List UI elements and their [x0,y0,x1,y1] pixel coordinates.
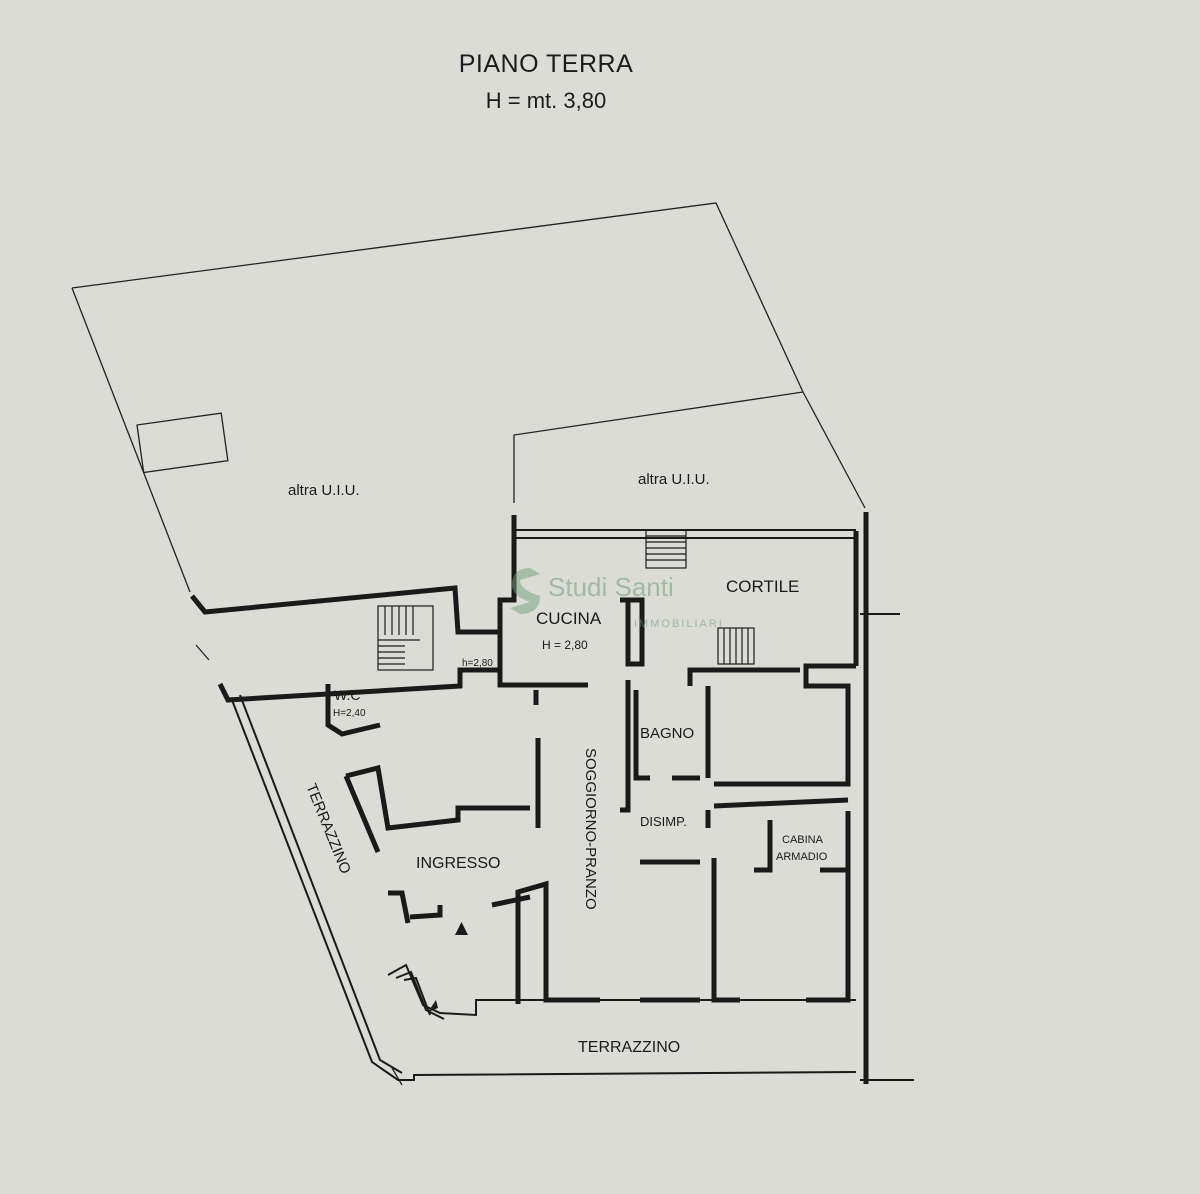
label-stair-height: h=2,80 [462,658,493,669]
watermark-tagline: IMMOBILIARI [634,618,724,630]
arrow-icon [428,922,468,1012]
label-cortile: CORTILE [726,577,799,596]
label-cabina: CABINA [782,834,824,846]
plan-title: PIANO TERRA [458,50,634,78]
label-wc-height: H=2,40 [333,708,366,719]
label-disimp: DISIMP. [640,814,687,829]
watermark-brand: Studi Santi [548,572,674,602]
label-cucina-height: H = 2,80 [542,638,588,652]
label-bagno: BAGNO [640,725,694,742]
label-cucina: CUCINA [536,609,602,628]
staircase-left [377,605,434,671]
label-terrazzino-left: TERRAZZINO [302,781,354,876]
label-ingresso: INGRESSO [416,855,500,872]
label-altra-uiu-left: altra U.I.U. [288,482,360,499]
label-armadio: ARMADIO [776,851,828,863]
watermark-logo [510,568,540,614]
logo-icon [510,568,540,614]
interior-walls [325,667,848,873]
label-wc: W.C [334,687,360,703]
staircase-courtyard [645,529,755,665]
height-note: H = mt. 3,80 [485,88,607,113]
label-terrazzino-bottom: TERRAZZINO [578,1039,680,1056]
label-soggiorno-pranzo: SOGGIORNO-PRANZO [582,748,599,910]
property-boundary [71,202,866,1086]
label-altra-uiu-right: altra U.I.U. [638,471,710,488]
